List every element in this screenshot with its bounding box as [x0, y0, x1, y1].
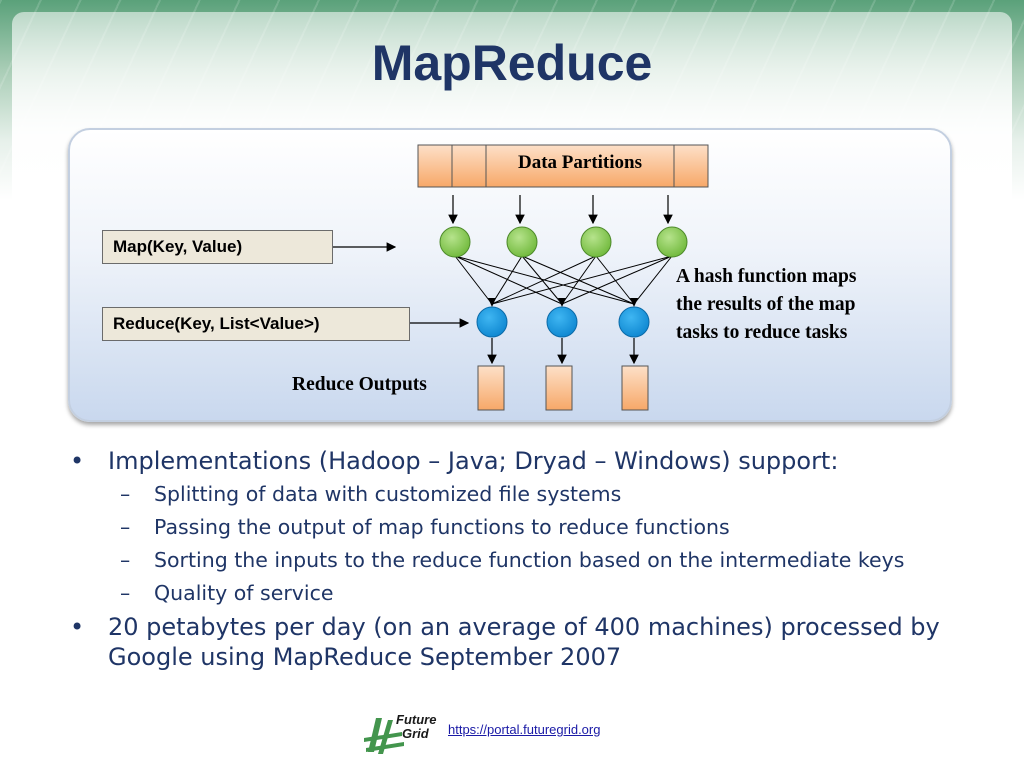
data-partitions-strip	[417, 144, 709, 188]
logo-word-grid: Grid	[402, 726, 430, 741]
shuffle-arrowheads	[488, 298, 638, 307]
logo-word-future: Future	[396, 712, 436, 727]
map-function-label: Map(Key, Value)	[113, 237, 243, 256]
sub-bullet-text: Quality of service	[154, 581, 334, 605]
bullet-text: Implementations (Hadoop – Java; Dryad – …	[108, 447, 839, 475]
sub-bullet-item: –Sorting the inputs to the reduce functi…	[108, 546, 950, 574]
dash-icon: –	[120, 581, 131, 605]
map-node	[580, 226, 612, 258]
sub-bullet-list: –Splitting of data with customized file …	[108, 480, 950, 607]
dash-icon: –	[120, 515, 131, 539]
bullet-text: 20 petabytes per day (on an average of 4…	[108, 613, 940, 671]
sub-bullet-item: –Splitting of data with customized file …	[108, 480, 950, 508]
hash-note-line: A hash function maps	[676, 266, 857, 287]
hash-function-note: A hash function maps the results of the …	[676, 263, 926, 347]
futuregrid-logo: Future Grid	[364, 712, 436, 754]
reduce-output-box	[477, 365, 505, 411]
dash-icon: –	[120, 482, 131, 506]
sub-bullet-text: Splitting of data with customized file s…	[154, 482, 622, 506]
bullet-item: • Implementations (Hadoop – Java; Dryad …	[70, 446, 950, 607]
sub-bullet-text: Sorting the inputs to the reduce functio…	[154, 548, 905, 572]
hash-note-line: the results of the map	[676, 294, 856, 315]
sub-bullet-text: Passing the output of map functions to r…	[154, 515, 730, 539]
portal-link[interactable]: https://portal.futuregrid.org	[448, 722, 601, 737]
bullet-dot-icon: •	[70, 613, 85, 641]
map-node	[656, 226, 688, 258]
reduce-function-box: Reduce(Key, List<Value>)	[102, 307, 410, 341]
reduce-output-box	[545, 365, 573, 411]
reduce-node	[618, 306, 650, 338]
partition-to-map-arrows	[448, 195, 673, 225]
hash-note-line: tasks to reduce tasks	[676, 322, 848, 343]
sub-bullet-item: –Passing the output of map functions to …	[108, 513, 950, 541]
map-node	[506, 226, 538, 258]
shuffle-lines	[454, 255, 673, 305]
bullet-dot-icon: •	[70, 447, 85, 475]
data-partitions-label: Data Partitions	[517, 152, 642, 173]
map-function-box: Map(Key, Value)	[102, 230, 333, 264]
reduce-to-output-arrows	[487, 338, 639, 365]
reduce-outputs-label: Reduce Outputs	[292, 374, 427, 395]
bullet-item: • 20 petabytes per day (on an average of…	[70, 612, 950, 672]
reduce-node	[476, 306, 508, 338]
reduce-output-box	[621, 365, 649, 411]
dash-icon: –	[120, 548, 131, 572]
reduce-function-label: Reduce(Key, List<Value>)	[113, 314, 320, 333]
sub-bullet-item: –Quality of service	[108, 579, 950, 607]
map-node	[439, 226, 471, 258]
slide-title: MapReduce	[371, 35, 653, 91]
bullet-list: • Implementations (Hadoop – Java; Dryad …	[70, 446, 950, 674]
reduce-node	[546, 306, 578, 338]
